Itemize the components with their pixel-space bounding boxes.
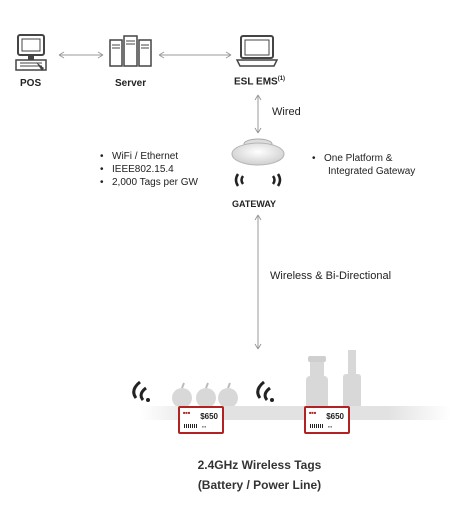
ems-label-text: ESL EMS [234, 76, 278, 88]
platform-note-line: •One Platform & [312, 153, 393, 164]
pos-terminal-icon [15, 34, 47, 71]
platform-note: •One Platform & Integrated Gateway [312, 152, 415, 178]
feature-item: •IEEE802.15.4 [100, 164, 174, 175]
pos-server-arrow [58, 51, 104, 59]
platform-note-line: Integrated Gateway [312, 165, 415, 178]
feature-text: IEEE802.15.4 [112, 164, 174, 175]
esl-tag-right: ■■■ $650 ▪▪▪ [304, 406, 350, 434]
server-icon [109, 35, 152, 67]
wired-label: Wired [272, 106, 301, 118]
feature-item: •2,000 Tags per GW [100, 177, 198, 188]
tag-brand-mark: ■■■ [183, 410, 191, 415]
shelf-scene [132, 350, 450, 420]
tag-price: $650 [200, 412, 218, 421]
wireless-arrow [254, 214, 262, 350]
feature-text: 2,000 Tags per GW [112, 177, 198, 188]
wired-arrow [254, 94, 262, 134]
ems-footnote: (1) [277, 76, 286, 82]
server-label: Server [115, 78, 147, 89]
platform-note-text: One Platform & [324, 153, 393, 164]
feature-item: •WiFi / Ethernet [100, 151, 179, 162]
tag-price: $650 [326, 412, 344, 421]
server-ems-arrow [158, 51, 232, 59]
laptop-icon [236, 35, 278, 67]
pos-label: POS [20, 78, 42, 89]
ems-label: ESL EMS(1) [234, 76, 285, 87]
tag-barcode [184, 424, 198, 428]
esl-tag-left: ■■■ $650 ▪▪▪ [178, 406, 224, 434]
tag-small-text: ▪▪▪ [202, 424, 207, 429]
tags-title: 2.4GHz Wireless Tags [197, 458, 322, 472]
feature-text: WiFi / Ethernet [112, 151, 179, 162]
wireless-label: Wireless & Bi-Directional [270, 270, 392, 282]
gateway-label: GATEWAY [232, 199, 277, 209]
platform-note-text: Integrated Gateway [328, 166, 416, 177]
tags-subtitle: (Battery / Power Line) [197, 478, 322, 492]
gateway-device-icon [231, 138, 285, 187]
tag-brand-mark: ■■■ [309, 410, 317, 415]
tag-small-text: ▪▪▪ [328, 424, 333, 429]
gateway-features-list: •WiFi / Ethernet •IEEE802.15.4 •2,000 Ta… [100, 150, 198, 189]
tag-barcode [310, 424, 324, 428]
